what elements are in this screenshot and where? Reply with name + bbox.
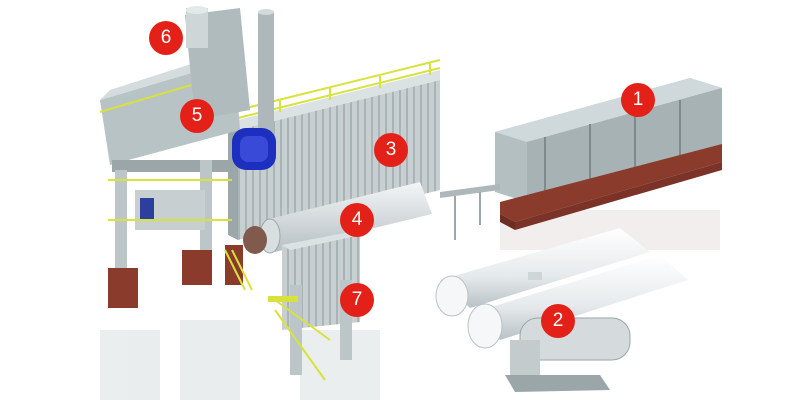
marker-2: 2: [541, 304, 575, 338]
marker-4: 4: [340, 203, 374, 237]
blue-burner-fan: [232, 128, 276, 170]
marker-6: 6: [149, 21, 183, 55]
belt-conveyor: [440, 184, 500, 240]
marker-5: 5: [180, 99, 214, 133]
cold-aggregate-feeder: [495, 78, 722, 230]
hot-elevator: [185, 6, 274, 132]
floor-reflection: [100, 210, 720, 400]
marker-3: 3: [374, 133, 408, 167]
marker-1: 1: [621, 83, 655, 117]
marker-7: 7: [340, 283, 374, 317]
bitumen-tanks: [435, 228, 688, 392]
